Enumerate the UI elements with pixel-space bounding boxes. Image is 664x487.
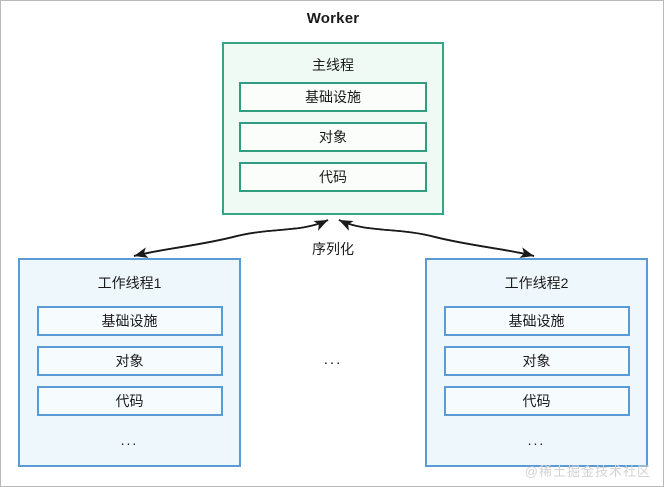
worker-thread-1-group: 工作线程1 基础设施 对象 代码 ...: [18, 258, 241, 467]
worker-thread-2-slot-infrastructure: 基础设施: [443, 306, 630, 336]
watermark: @稀土掘金技术社区: [524, 464, 651, 479]
serialization-label: 序列化: [312, 241, 354, 257]
worker-thread-2-title: 工作线程2: [504, 275, 569, 291]
worker-thread-2-group: 工作线程2 基础设施 对象 代码 ...: [425, 258, 648, 467]
worker-thread-1-slot-infrastructure: 基础设施: [36, 306, 223, 336]
workers-ellipsis: ...: [323, 351, 343, 368]
worker-thread-1-title: 工作线程1: [97, 275, 162, 291]
main-thread-slot-objects: 对象: [239, 122, 427, 152]
page-title: Worker: [306, 10, 360, 27]
main-thread-slot-infrastructure: 基础设施: [239, 82, 427, 112]
worker-thread-1-slot-code: 代码: [36, 386, 223, 416]
worker-thread-1-slot-objects: 对象: [36, 346, 223, 376]
worker-thread-2-ellipsis: ...: [527, 432, 546, 448]
worker-thread-2-slot-code: 代码: [443, 386, 630, 416]
main-thread-slot-code: 代码: [239, 162, 427, 192]
worker-thread-1-ellipsis: ...: [120, 432, 139, 448]
worker-thread-2-slot-objects: 对象: [443, 346, 630, 376]
main-thread-title: 主线程: [312, 57, 354, 73]
main-thread-group: 主线程 基础设施 对象 代码: [222, 42, 444, 215]
